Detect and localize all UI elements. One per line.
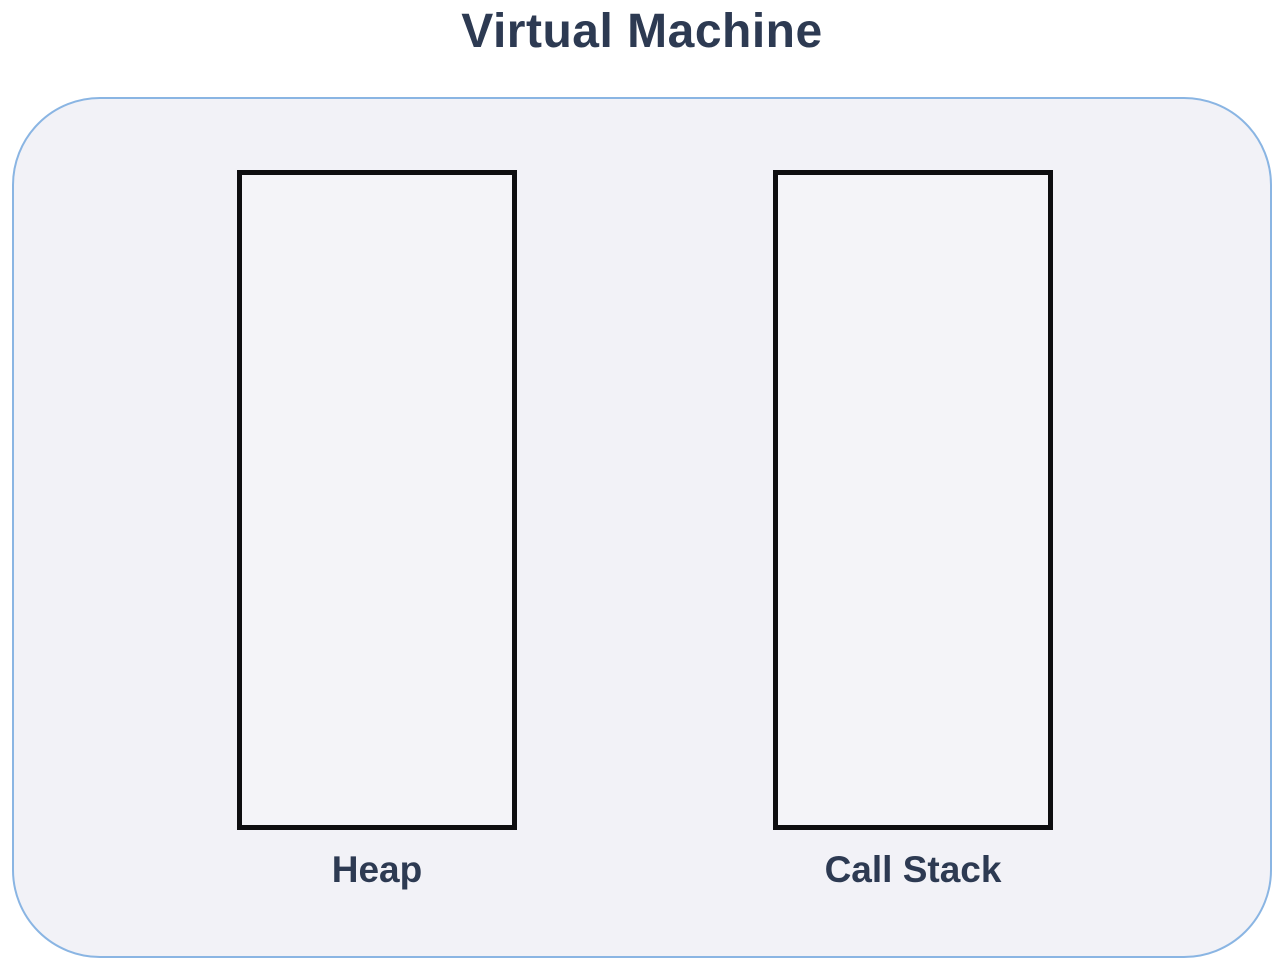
virtual-machine-container: Heap Call Stack — [12, 97, 1272, 958]
call-stack-box — [773, 170, 1053, 830]
call-stack-label: Call Stack — [824, 849, 1002, 890]
heap-box — [237, 170, 517, 830]
diagram-title: Virtual Machine — [461, 5, 823, 58]
heap-label: Heap — [331, 849, 423, 890]
